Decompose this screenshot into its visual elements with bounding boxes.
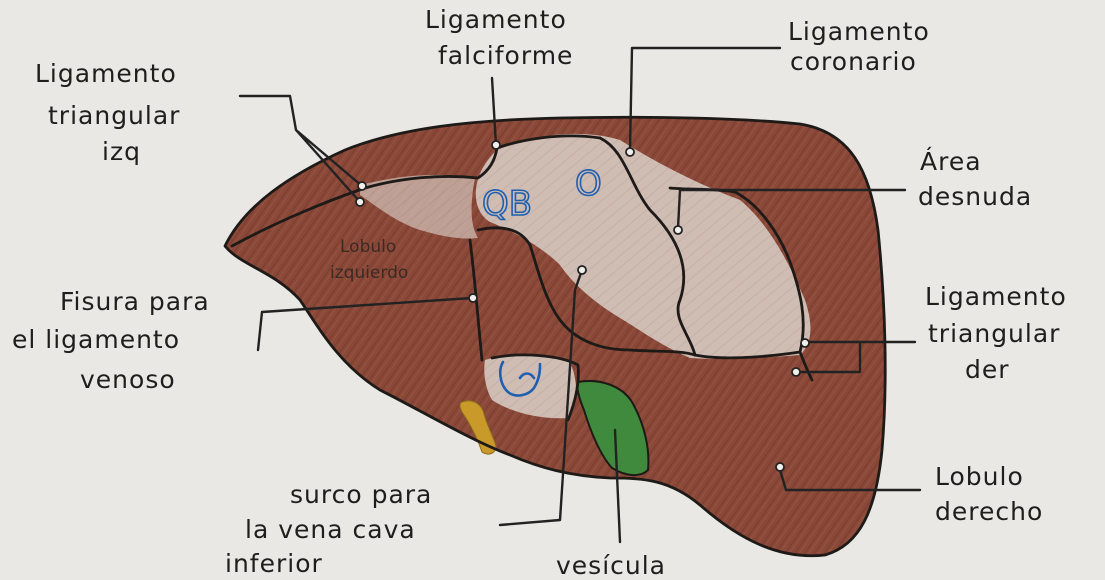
label-area-desnuda: Área desnuda [918,147,1032,211]
dot-area-desnuda [674,226,682,234]
label-ligamento-triangular-izq: Ligamento triangular izq [35,59,189,166]
quadrate-lobe-mark: QB [482,184,532,224]
dot-triangular-izq-1 [358,182,366,190]
caudate-lobe-mark: O [575,164,602,204]
dot-fisura-venoso [469,294,477,302]
dot-triangular-der-2 [792,368,800,376]
label-vesicula: vesícula [556,551,666,580]
label-ligamento-falciforme: Ligamento falciforme [425,5,576,70]
label-fisura-ligamento-venoso: Fisura para el ligamento venoso [12,287,219,394]
label-surco-vena-cava: surco para la vena cava inferior [225,480,441,578]
label-ligamento-triangular-der: Ligamento triangular der [925,282,1076,384]
dot-surco-vena-cava [578,266,586,274]
dot-lobulo-derecho [776,463,784,471]
dot-triangular-der-1 [801,339,809,347]
dot-triangular-izq-2 [356,198,364,206]
label-ligamento-coronario: Ligamento coronario [788,17,939,76]
dot-coronario [626,148,634,156]
label-lobulo-derecho: Lobulo derecho [935,462,1043,526]
dot-falciforme [492,141,500,149]
